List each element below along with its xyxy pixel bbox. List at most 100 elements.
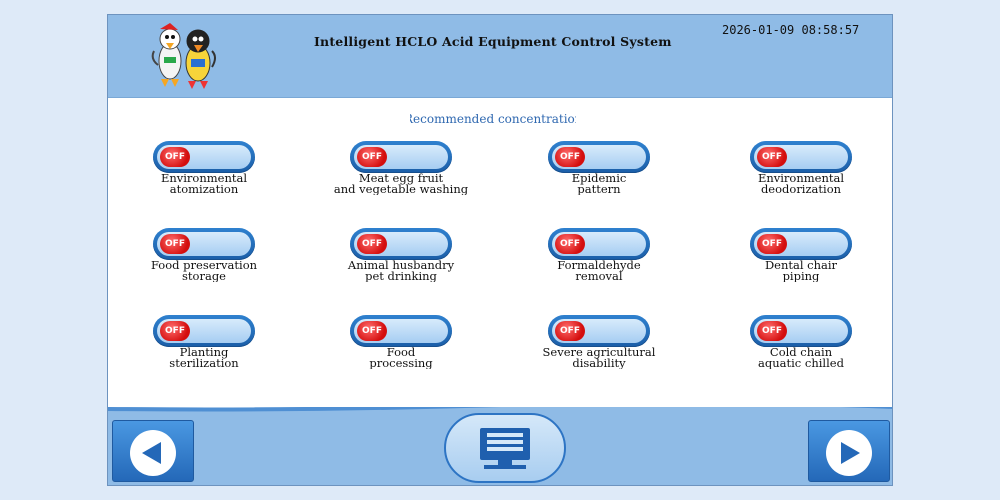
toggle-off-knob [160, 147, 190, 167]
toggle-off-knob [555, 147, 585, 167]
switch-label-line2: disability [572, 356, 626, 369]
toggle-off-knob [757, 321, 787, 341]
switch-label-line1: Cold chain [769, 347, 833, 359]
datetime-display: 2026-01-09 08:58:57 [722, 23, 860, 37]
switch-label-line1: Meat egg fruit [358, 173, 444, 185]
toggle-switch[interactable]: OFF [750, 315, 852, 347]
toggle-off-knob [160, 234, 190, 254]
switch-label-line2: sterilization [169, 356, 239, 369]
recommended-concentration-link[interactable]: Recommended concentration [410, 112, 576, 126]
toggle-state-text: OFF [762, 239, 782, 249]
toggle-switch[interactable]: OFF [153, 228, 255, 260]
toggle-off-knob [555, 321, 585, 341]
home-button[interactable] [444, 413, 566, 483]
forward-arrow-icon [841, 442, 860, 464]
switch-label-line2: aquatic chilled [758, 356, 844, 369]
toggle-state-text: OFF [362, 239, 382, 249]
toggle-state-text: OFF [560, 239, 580, 249]
switch-label-line1: Animal husbandry [347, 260, 455, 272]
toggle-off-knob [357, 147, 387, 167]
switch-label-line2: pattern [577, 182, 621, 195]
switch-label-line1: Food preservation [150, 260, 258, 272]
monitor-icon [480, 428, 530, 469]
app-title: Intelligent HCLO Acid Equipment Control … [314, 34, 672, 49]
toggle-switch[interactable]: OFF [153, 141, 255, 173]
toggle-switch[interactable]: OFF [750, 228, 852, 260]
toggle-off-knob [757, 234, 787, 254]
switch-label-line1: Epidemic [571, 173, 627, 185]
toggle-state-text: OFF [762, 326, 782, 336]
toggle-switch[interactable]: OFF [548, 141, 650, 173]
switch-label-line2: removal [575, 269, 623, 282]
toggle-state-text: OFF [362, 152, 382, 162]
toggle-off-knob [757, 147, 787, 167]
toggle-state-text: OFF [165, 152, 185, 162]
switch-label-line1: Planting [179, 347, 229, 359]
toggle-off-knob [357, 321, 387, 341]
toggle-switch[interactable]: OFF [548, 315, 650, 347]
toggle-state-text: OFF [362, 326, 382, 336]
toggle-state-text: OFF [762, 152, 782, 162]
switch-label-line2: processing [369, 356, 433, 369]
switch-label-line2: and vegetable washing [333, 182, 469, 195]
toggle-off-knob [555, 234, 585, 254]
switch-label-line2: deodorization [760, 182, 842, 195]
recommended-concentration-link-wrap[interactable]: Recommended concentration [410, 112, 576, 128]
switch-label-line1: Environmental [160, 173, 248, 185]
toggle-state-text: OFF [560, 152, 580, 162]
back-arrow-icon [142, 442, 161, 464]
toggle-switch[interactable]: OFF [153, 315, 255, 347]
toggle-switch[interactable]: OFF [350, 228, 452, 260]
forward-button-circle [826, 430, 872, 476]
switch-label-line1: Food [386, 347, 416, 359]
footer-bar [108, 407, 892, 485]
hmi-screen: Intelligent HCLO Acid Equipment Control … [107, 14, 893, 486]
toggle-state-text: OFF [165, 326, 185, 336]
switch-label-line1: Dental chair [764, 260, 838, 272]
toggle-state-text: OFF [165, 239, 185, 249]
switch-label-line1: Environmental [757, 173, 845, 185]
toggle-switch[interactable]: OFF [350, 315, 452, 347]
toggle-off-knob [357, 234, 387, 254]
switch-label-line2: atomization [169, 182, 239, 195]
header-bar: Intelligent HCLO Acid Equipment Control … [108, 15, 892, 98]
back-button-circle [130, 430, 176, 476]
switch-label-line1: Formaldehyde [557, 260, 641, 272]
toggle-state-text: OFF [560, 326, 580, 336]
toggle-off-knob [160, 321, 190, 341]
switch-label-line2: pet drinking [365, 269, 437, 282]
mascot-logo-icon [151, 23, 216, 89]
back-button[interactable] [112, 420, 194, 482]
forward-button[interactable] [808, 420, 890, 482]
switch-label-line2: piping [782, 269, 820, 282]
toggle-switch[interactable]: OFF [750, 141, 852, 173]
switch-label-line1: Severe agricultural [542, 347, 656, 359]
toggle-switch[interactable]: OFF [548, 228, 650, 260]
switch-label-line2: storage [182, 269, 226, 282]
toggle-switch[interactable]: OFF [350, 141, 452, 173]
